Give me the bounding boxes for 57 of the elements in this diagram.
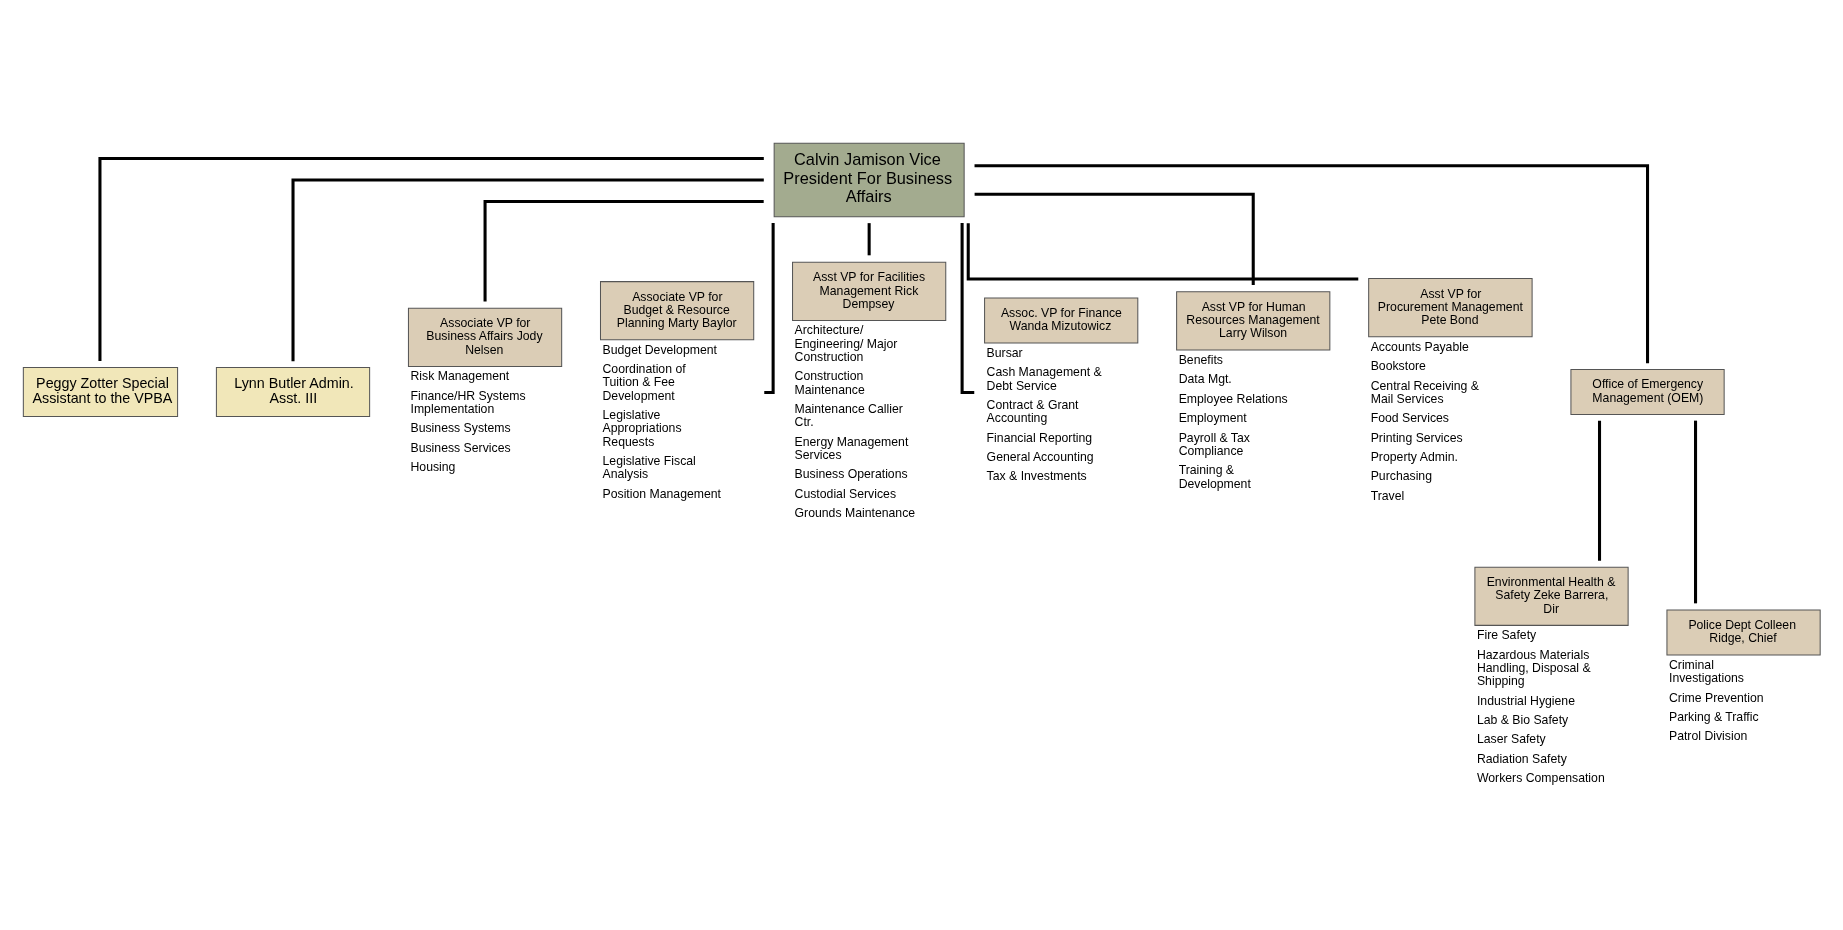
node-label: Accounts Payable — [1370, 339, 1469, 354]
node-label: Position Management — [602, 486, 722, 501]
node-label: Cash Management & Debt Service — [986, 364, 1102, 392]
node-label: Tax & Investments — [986, 468, 1087, 483]
node-label: Energy Management Services — [794, 434, 909, 462]
connector — [867, 222, 871, 255]
connector — [98, 156, 764, 361]
connector — [966, 222, 1359, 281]
connector — [1598, 420, 1602, 561]
node-label: Legislative Fiscal Analysis — [602, 453, 696, 481]
node-label: Patrol Division — [1668, 728, 1748, 743]
node-label: Fire Safety — [1476, 627, 1537, 642]
node-label: Laser Safety — [1476, 731, 1546, 746]
node-label: Crime Prevention — [1668, 690, 1764, 705]
node-label: Printing Services — [1370, 430, 1463, 445]
node-label: Grounds Maintenance — [794, 505, 916, 520]
node-label: Radiation Safety — [1476, 751, 1567, 766]
node-label: Custodial Services — [794, 486, 897, 501]
node-label: Lab & Bio Safety — [1476, 712, 1569, 727]
node-label: Bursar — [986, 345, 1023, 360]
node-label: Workers Compensation — [1476, 770, 1605, 785]
connector — [974, 192, 1255, 285]
node-label: Hazardous Materials Handling, Disposal & Shipping — [1476, 647, 1591, 688]
node-label: Bookstore — [1370, 358, 1426, 373]
node-label: General Accounting — [986, 449, 1094, 464]
connector — [483, 199, 764, 301]
node-label: Architecture/ Engineering/ Major Construction — [794, 322, 898, 364]
node-label: Criminal Investigations — [1668, 657, 1744, 685]
node-label: Coordination of Tuition & Fee Development — [602, 361, 686, 403]
node-label: Maintenance Callier Ctr. — [794, 401, 903, 429]
node-label: Industrial Hygiene — [1476, 693, 1576, 708]
connector — [974, 163, 1650, 363]
node-label: Training & Development — [1178, 462, 1251, 491]
connector — [1694, 420, 1698, 603]
node-label: Legislative Appropriations Requests — [602, 407, 682, 449]
node-label: Employment — [1178, 410, 1247, 425]
node-label: Payroll & Tax Compliance — [1178, 430, 1250, 458]
node-label: Construction Maintenance — [794, 368, 865, 397]
node-label: Data Mgt. — [1178, 371, 1232, 386]
node-label: Purchasing — [1370, 468, 1432, 483]
node-label: Housing — [410, 459, 456, 474]
node-label: Parking & Traffic — [1668, 709, 1759, 724]
node-label: Benefits — [1178, 352, 1223, 367]
node-label: Food Services — [1370, 410, 1450, 425]
node-label: Business Operations — [794, 466, 908, 481]
node-label: Business Systems — [410, 420, 511, 435]
node-label: Employee Relations — [1178, 391, 1288, 406]
connector — [291, 177, 764, 361]
node-label: Risk Management — [410, 368, 510, 383]
node-label: Contract & Grant Accounting — [986, 397, 1079, 425]
node-label: Property Admin. — [1370, 449, 1458, 464]
node-label: Central Receiving & Mail Services — [1370, 378, 1479, 406]
node-label: Finance/HR Systems Implementation — [410, 388, 526, 416]
node-label: Travel — [1370, 488, 1405, 503]
node-label: Budget Development — [602, 342, 717, 357]
node-label: Business Services — [410, 440, 511, 455]
node-label: Financial Reporting — [986, 430, 1093, 445]
